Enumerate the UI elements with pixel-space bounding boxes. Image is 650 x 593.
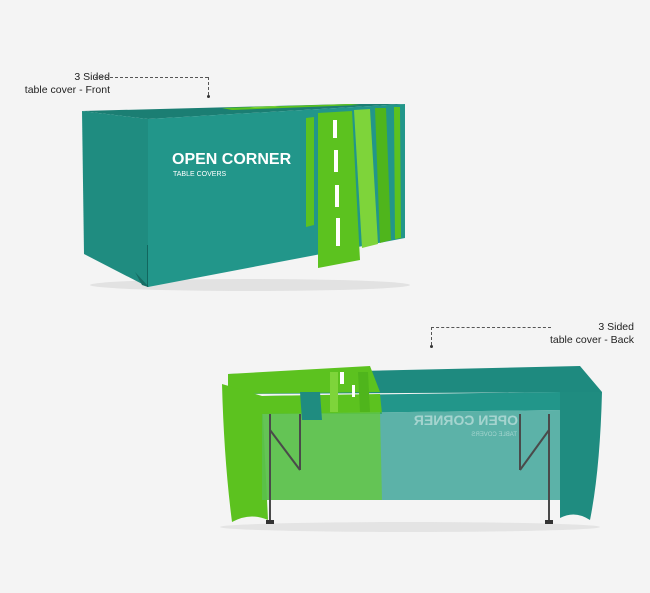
front-leader-drop <box>208 77 209 95</box>
back-leader-drop <box>431 327 432 345</box>
brand-subtitle-back: TABLE COVERS <box>471 432 517 438</box>
back-label-line1: 3 Sided <box>598 321 634 333</box>
brand-subtitle-front: TABLE COVERS <box>173 171 226 178</box>
front-leader-line <box>95 77 208 78</box>
back-label-line2: table cover - Back <box>549 334 634 346</box>
front-label-line2: table cover - Front <box>24 84 110 96</box>
front-label-line1: 3 Sided <box>74 71 110 83</box>
back-leader-line <box>431 327 551 328</box>
back-leader-dot <box>430 345 433 348</box>
back-view-label: 3 Sided table cover - Back <box>532 321 634 347</box>
brand-title-front: OPEN CORNER <box>172 151 292 168</box>
front-view-label: 3 Sided table cover - Front <box>14 71 110 97</box>
front-leader-dot <box>207 95 210 98</box>
brand-title-back: OPEN CORNER <box>414 412 518 428</box>
